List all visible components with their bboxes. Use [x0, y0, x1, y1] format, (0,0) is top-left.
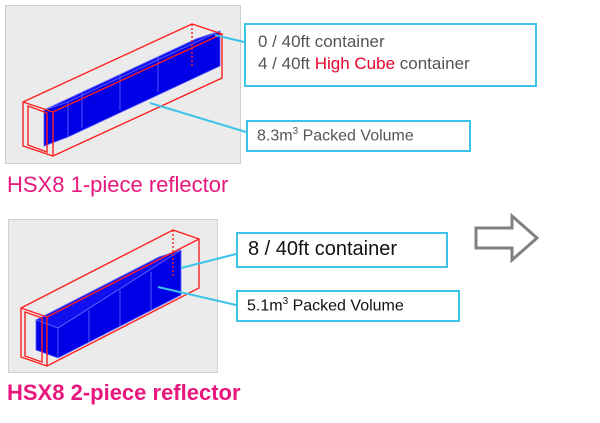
packed-volume-label: Packed Volume: [298, 127, 414, 145]
right-arrow-outline-icon: [474, 213, 540, 263]
high-cube-count-prefix: 4 / 40ft: [258, 54, 315, 73]
standard-container-count: 0 / 40ft container: [258, 32, 385, 51]
container-box-2: [20, 229, 200, 367]
packed-volume-callout-2: 5.1m3 Packed Volume: [236, 290, 460, 322]
container-count-callout-2: 8 / 40ft container: [236, 232, 448, 268]
high-cube-highlight: High Cube: [314, 54, 396, 73]
high-cube-container-count: 4 / 40ft High Cube container: [258, 53, 535, 75]
panel-title-1: HSX8 1-piece reflector: [7, 172, 229, 197]
container-box-1: [22, 23, 223, 157]
container-render-1: [5, 5, 241, 164]
container-count-callout-1: 0 / 40ft container 4 / 40ft High Cube co…: [244, 23, 537, 87]
packed-volume-callout-1: 8.3m3 Packed Volume: [246, 120, 471, 152]
packed-volume-value: 8.3m: [257, 127, 293, 145]
packed-volume-unit-exponent: 3: [282, 296, 289, 307]
panel-title-2: HSX8 2-piece reflector: [7, 380, 241, 405]
packed-volume-value: 5.1m: [247, 297, 283, 315]
packed-volume-label: Packed Volume: [288, 297, 404, 315]
container-render-2: [8, 219, 218, 373]
packed-volume-unit-exponent: 3: [292, 126, 299, 137]
high-cube-count-suffix: container: [395, 54, 470, 73]
